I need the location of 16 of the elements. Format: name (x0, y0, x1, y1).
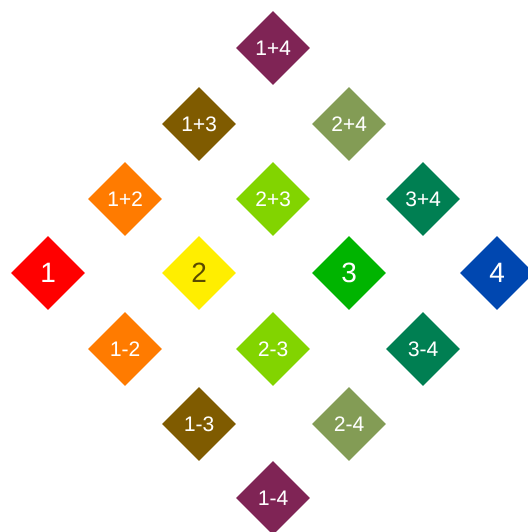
diamond-label: 1-3 (184, 414, 214, 434)
diamond-label: 3-4 (408, 338, 438, 360)
diamond-label: 2-4 (334, 414, 364, 434)
diamond-label: 2 (191, 259, 207, 287)
diamond-label: 1-2 (110, 338, 140, 360)
diamond-label: 1-4 (258, 488, 288, 508)
diamond-label: 1+2 (107, 188, 143, 210)
diamond-label: 1+4 (255, 38, 291, 58)
diamond-label: 1 (40, 259, 56, 287)
diamond-label: 2+3 (255, 188, 291, 210)
diamond-label: 3+4 (405, 188, 441, 210)
diamond-label: 2-3 (258, 338, 288, 360)
diamond-label: 1+3 (181, 114, 217, 134)
diamond-label: 3 (341, 259, 357, 287)
diamond-label: 2+4 (331, 114, 367, 134)
diamond-label: 4 (489, 259, 505, 287)
